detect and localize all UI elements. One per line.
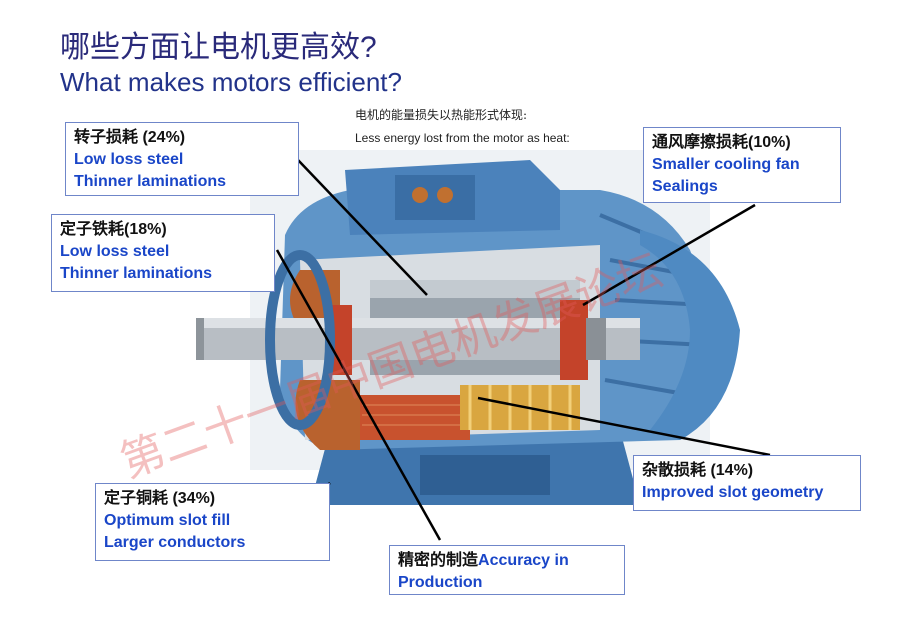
callout-manufacturing-title: 精密的制造Accuracy in xyxy=(398,550,616,572)
callout-stator-copper-line-2: Larger conductors xyxy=(104,534,246,551)
title-english: What makes motors efficient? xyxy=(60,67,402,97)
callout-ventilation-title: 通风摩擦损耗(10%) xyxy=(652,134,791,151)
caption-english: Less energy lost from the motor as heat: xyxy=(355,131,570,145)
title-chinese: 哪些方面让电机更高效? xyxy=(60,31,377,64)
caption-chinese: 电机的能量损失以热能形式体现: xyxy=(355,108,528,122)
callout-rotor-title: 转子损耗 (24%) xyxy=(74,129,186,146)
callout-stray-title: 杂散损耗 (14%) xyxy=(642,462,754,479)
callout-manufacturing-accuracy: 精密的制造Accuracy in Production xyxy=(389,545,625,595)
callout-manufacturing-inline: Accuracy in xyxy=(478,552,569,569)
callout-stator-iron-losses: 定子铁耗(18%) Low loss steel Thinner laminat… xyxy=(51,214,275,292)
callout-stator-iron-line-2: Thinner laminations xyxy=(60,265,213,282)
callout-stray-line-1: Improved slot geometry xyxy=(642,484,824,501)
callout-stator-copper-losses: 定子铜耗 (34%) Optimum slot fill Larger cond… xyxy=(95,483,330,561)
callout-rotor-line-2: Thinner laminations xyxy=(74,173,227,190)
callout-ventilation-losses: 通风摩擦损耗(10%) Smaller cooling fan Sealings xyxy=(643,127,841,203)
callout-stator-iron-title: 定子铁耗(18%) xyxy=(60,221,167,238)
callout-ventilation-line-2: Sealings xyxy=(652,178,718,195)
callout-stator-copper-line-1: Optimum slot fill xyxy=(104,512,231,529)
callout-rotor-losses: 转子损耗 (24%) Low loss steel Thinner lamina… xyxy=(65,122,299,196)
callout-stray-losses: 杂散损耗 (14%) Improved slot geometry xyxy=(633,455,861,511)
callout-manufacturing-line-2: Production xyxy=(398,574,483,591)
callout-ventilation-line-1: Smaller cooling fan xyxy=(652,156,800,173)
callout-stator-copper-title: 定子铜耗 (34%) xyxy=(104,490,216,507)
callout-rotor-line-1: Low loss steel xyxy=(74,151,184,168)
callout-stator-iron-line-1: Low loss steel xyxy=(60,243,170,260)
callout-manufacturing-cn: 精密的制造 xyxy=(398,552,479,569)
